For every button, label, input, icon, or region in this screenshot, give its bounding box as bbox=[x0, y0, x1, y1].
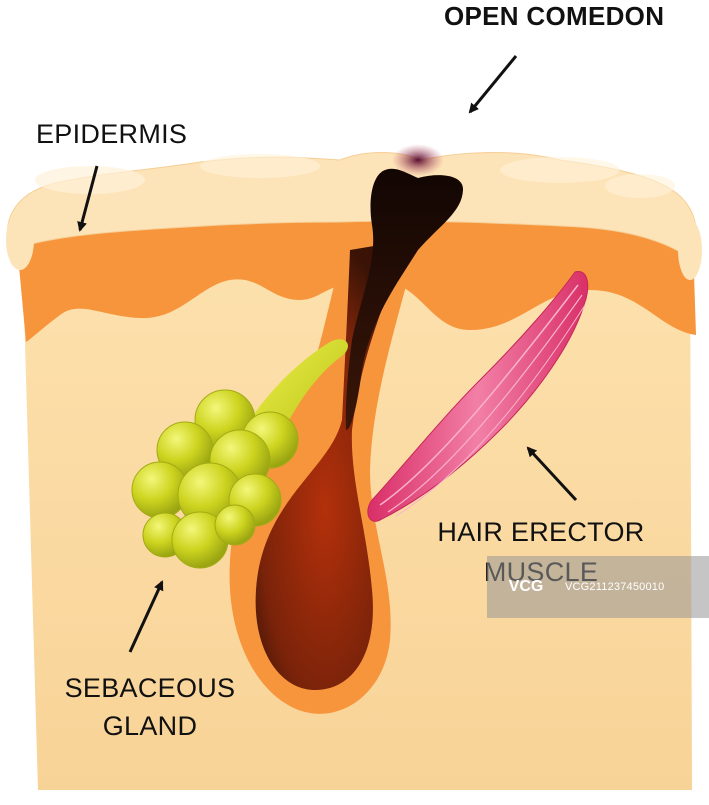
hair-erector-arrow bbox=[526, 446, 578, 502]
watermark-logo: VCG bbox=[508, 578, 544, 595]
sebaceous-gland-label-line1: SEBACEOUS bbox=[64, 673, 236, 703]
sebaceous-gland-arrow bbox=[128, 580, 164, 653]
watermark-id: VCG211237450010 bbox=[565, 581, 665, 593]
open-comedon-arrow bbox=[468, 55, 518, 114]
hair-erector-muscle bbox=[367, 271, 589, 522]
comedo-plug bbox=[345, 168, 464, 430]
hair-erector-label-line1: HAIR ERECTOR bbox=[437, 517, 645, 547]
epidermis-arrow bbox=[77, 165, 99, 232]
hair-follicle bbox=[255, 240, 410, 690]
epidermis-label: EPIDERMIS bbox=[36, 119, 188, 149]
sebaceous-gland bbox=[131, 389, 299, 569]
open-comedon-label: OPEN COMEDON bbox=[444, 1, 665, 31]
open-pore bbox=[392, 144, 444, 176]
sebaceous-gland-label-line2: GLAND bbox=[102, 711, 198, 741]
watermark: VCG VCG211237450010 bbox=[487, 556, 709, 618]
